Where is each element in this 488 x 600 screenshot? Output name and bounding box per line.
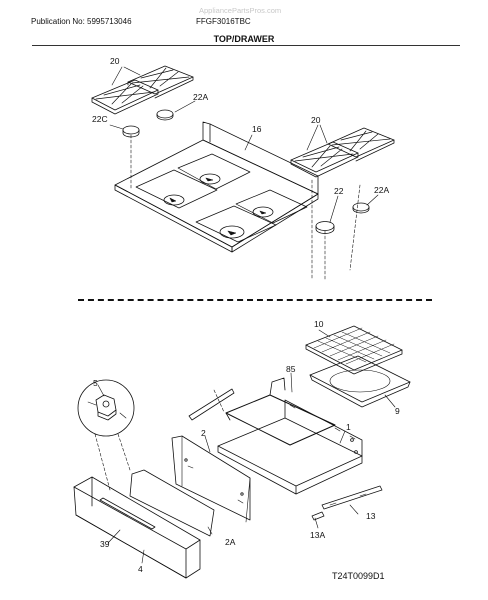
callout-20-right: 20 <box>311 115 321 125</box>
callout-22a-left: 22A <box>193 92 208 102</box>
callout-13a: 13A <box>310 530 325 540</box>
callout-39: 39 <box>100 539 110 549</box>
callout-10: 10 <box>314 319 324 329</box>
callout-16: 16 <box>252 124 262 134</box>
callout-13: 13 <box>366 511 376 521</box>
drawer-front-part[interactable] <box>73 476 201 579</box>
section-title: TOP/DRAWER <box>213 34 275 44</box>
callout-9: 9 <box>395 406 400 416</box>
publication-number: Publication No: 5995713046 <box>31 17 132 26</box>
section-divider <box>78 299 432 301</box>
slide-13-part[interactable] <box>321 485 383 510</box>
slide-13a-part[interactable] <box>311 511 325 521</box>
callout-2: 2 <box>201 428 206 438</box>
right-grates-part[interactable] <box>290 127 395 178</box>
leader-lines-bottom <box>97 329 396 564</box>
cooktop-part[interactable] <box>114 121 319 253</box>
callout-1: 1 <box>346 422 351 432</box>
header-rule <box>32 45 460 46</box>
broiler-pan-part[interactable] <box>309 355 411 408</box>
broiler-grid-part[interactable] <box>305 325 403 375</box>
watermark-text: AppliancePartsPros.com <box>199 6 282 15</box>
alignment-lines-bottom <box>94 389 225 491</box>
callout-20-left: 20 <box>110 56 120 66</box>
model-number: FFGF3016TBC <box>196 17 251 26</box>
cap-22a-left-part[interactable] <box>156 109 174 121</box>
callout-5: 5 <box>93 378 98 388</box>
callout-2a: 2A <box>225 537 236 547</box>
alignment-lines-top <box>130 134 361 281</box>
handle-part[interactable] <box>99 497 156 530</box>
drawer-panel-part[interactable] <box>171 435 251 523</box>
left-grates-part[interactable] <box>91 65 194 115</box>
figure-reference: T24T0099D1 <box>332 571 385 581</box>
drawer-rail-left-part[interactable] <box>188 388 235 421</box>
pan-support-part[interactable] <box>225 377 336 446</box>
callout-22: 22 <box>334 186 344 196</box>
leader-lines-top <box>109 66 379 223</box>
cap-22a-right-part[interactable] <box>352 202 370 214</box>
callout-4: 4 <box>138 564 143 574</box>
knob-detail-part[interactable] <box>77 379 135 437</box>
callout-22c: 22C <box>92 114 108 124</box>
callout-85: 85 <box>286 364 296 374</box>
drawer-side-part[interactable] <box>129 469 215 537</box>
callout-22a-right: 22A <box>374 185 389 195</box>
drawer-body-part[interactable] <box>217 399 363 495</box>
